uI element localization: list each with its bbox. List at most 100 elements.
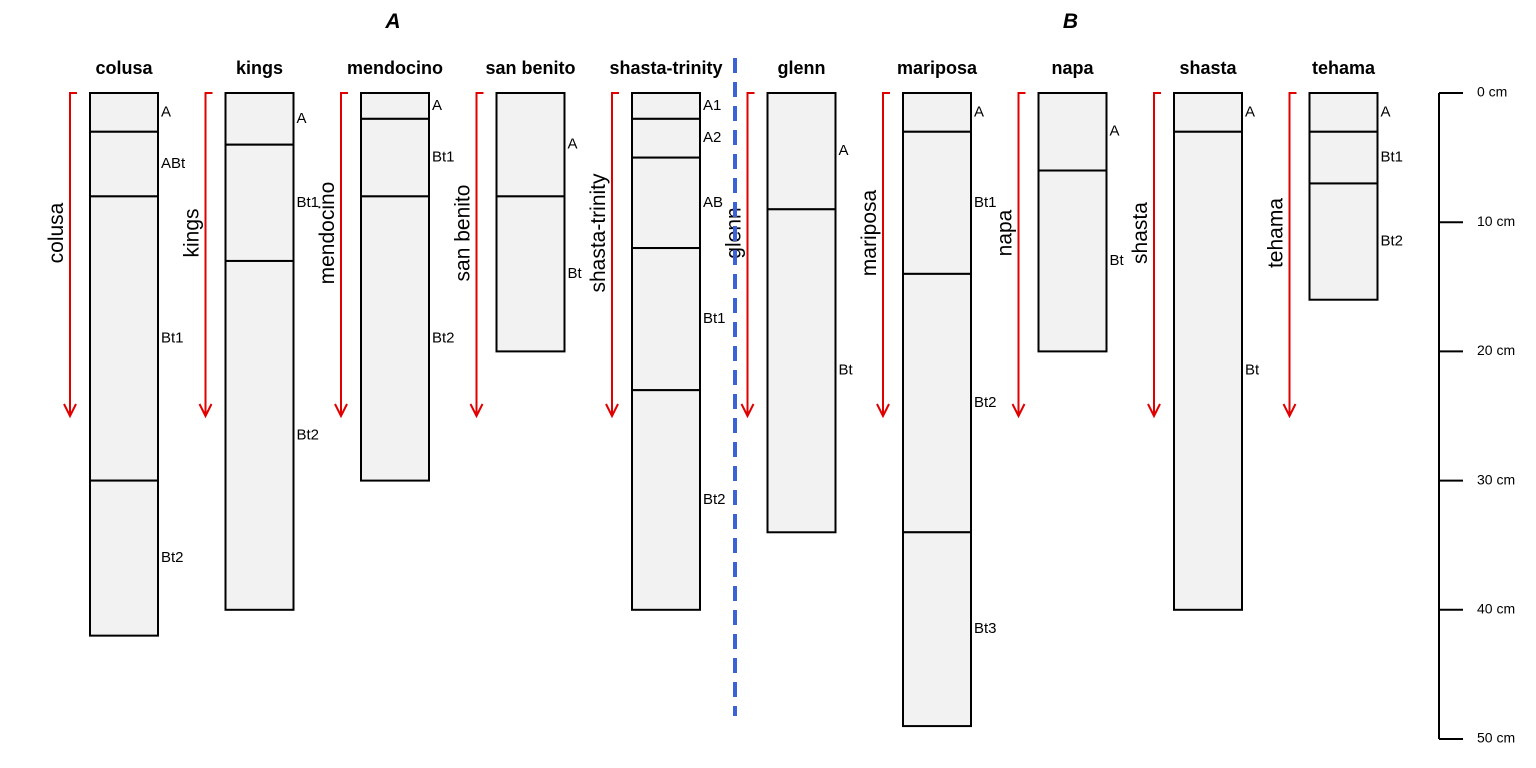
profile-side-label: mendocino bbox=[316, 182, 339, 285]
depth-arrow-head bbox=[469, 403, 484, 419]
horizon-label: Bt1 bbox=[432, 149, 455, 166]
horizon-label: Bt bbox=[1110, 252, 1125, 269]
profile-side-label: mariposa bbox=[858, 189, 881, 276]
horizon-label: A bbox=[432, 97, 442, 114]
depth-tick-label: 50 cm bbox=[1477, 730, 1515, 746]
horizon-label: Bt2 bbox=[974, 394, 997, 411]
horizon-box bbox=[631, 389, 701, 611]
horizon-box bbox=[495, 195, 566, 353]
depth-tick-label: 40 cm bbox=[1477, 601, 1515, 617]
horizon-box bbox=[1308, 182, 1379, 301]
depth-arrow-shaft bbox=[746, 92, 755, 416]
group-title: A bbox=[384, 10, 400, 33]
profile-title: shasta bbox=[1179, 58, 1237, 78]
horizon-box bbox=[1037, 169, 1108, 353]
horizon-box bbox=[89, 195, 159, 482]
horizon-label: ABt bbox=[161, 155, 186, 172]
profile-title: kings bbox=[236, 58, 283, 78]
horizon-label: AB bbox=[703, 194, 723, 211]
depth-tick-label: 20 cm bbox=[1477, 342, 1515, 358]
horizon-label: Bt1 bbox=[1381, 149, 1404, 166]
horizon-label: Bt2 bbox=[1381, 233, 1404, 250]
horizon-box bbox=[89, 130, 159, 198]
profile-side-label: san benito bbox=[452, 185, 475, 282]
soil-profile: glennglennABt bbox=[723, 58, 854, 534]
horizon-box bbox=[631, 247, 701, 392]
depth-arrow-head bbox=[334, 403, 348, 419]
profile-title: glenn bbox=[778, 58, 826, 78]
horizon-label: A bbox=[1381, 103, 1391, 120]
depth-arrow-shaft bbox=[340, 92, 348, 416]
horizon-box bbox=[224, 259, 295, 611]
profile-side-label: tehama bbox=[1265, 198, 1288, 268]
profile-title: tehama bbox=[1312, 58, 1376, 78]
depth-arrow-head bbox=[1282, 403, 1297, 419]
profile-title: shasta-trinity bbox=[609, 58, 722, 78]
horizon-box bbox=[89, 92, 159, 133]
horizon-label: Bt2 bbox=[432, 329, 455, 346]
horizon-label: Bt1 bbox=[703, 310, 726, 327]
horizon-box bbox=[902, 272, 972, 534]
depth-arrow-head bbox=[63, 403, 77, 419]
horizon-box bbox=[224, 92, 295, 146]
depth-arrow-head bbox=[1011, 403, 1026, 419]
horizon-box bbox=[1308, 92, 1379, 133]
horizon-label: Bt1 bbox=[974, 194, 997, 211]
depth-arrow-shaft bbox=[611, 92, 619, 416]
horizon-box bbox=[902, 531, 972, 728]
horizon-label: A bbox=[568, 136, 578, 153]
horizon-box bbox=[631, 92, 701, 120]
depth-arrow-shaft bbox=[204, 92, 213, 416]
horizon-box bbox=[631, 117, 701, 159]
depth-arrow-shaft bbox=[1153, 92, 1161, 416]
depth-arrow-head bbox=[876, 403, 890, 419]
horizon-box bbox=[495, 92, 566, 198]
horizon-label: A bbox=[1110, 123, 1120, 140]
horizon-label: A2 bbox=[703, 129, 721, 146]
depth-tick-label: 30 cm bbox=[1477, 471, 1515, 487]
profile-title: mendocino bbox=[347, 58, 443, 78]
profile-title: mariposa bbox=[897, 58, 978, 78]
profile-side-label: shasta-trinity bbox=[587, 173, 610, 293]
depth-arrow-shaft bbox=[882, 92, 890, 416]
horizon-box bbox=[360, 117, 430, 198]
depth-arrow-shaft bbox=[475, 92, 484, 416]
horizon-label: Bt bbox=[1245, 362, 1260, 379]
horizon-label: Bt2 bbox=[297, 426, 320, 443]
horizon-box bbox=[360, 195, 430, 482]
horizon-box bbox=[224, 143, 295, 262]
horizon-label: Bt1 bbox=[297, 194, 320, 211]
horizon-box bbox=[902, 130, 972, 275]
profiles-layer: colusacolusaAABtBt1Bt2kingskingsABt1Bt2m… bbox=[45, 58, 1404, 728]
depth-arrow-head bbox=[1147, 403, 1161, 419]
horizon-box bbox=[89, 479, 159, 637]
horizon-box bbox=[1037, 92, 1108, 172]
depth-arrow-head bbox=[198, 403, 213, 419]
horizon-box bbox=[631, 156, 701, 250]
profile-title: san benito bbox=[485, 58, 575, 78]
horizon-label: Bt bbox=[839, 362, 854, 379]
depth-tick-label: 10 cm bbox=[1477, 213, 1515, 229]
profile-side-label: colusa bbox=[45, 202, 68, 263]
depth-arrow-head bbox=[605, 403, 619, 419]
horizon-label: Bt2 bbox=[161, 549, 184, 566]
horizon-box bbox=[360, 92, 430, 120]
group-title: B bbox=[1063, 10, 1078, 33]
horizon-label: Bt1 bbox=[161, 329, 184, 346]
horizon-box bbox=[766, 208, 837, 534]
horizon-label: Bt2 bbox=[703, 491, 726, 508]
horizon-box bbox=[902, 92, 972, 133]
horizon-box bbox=[1173, 130, 1243, 611]
horizon-box bbox=[766, 92, 837, 211]
